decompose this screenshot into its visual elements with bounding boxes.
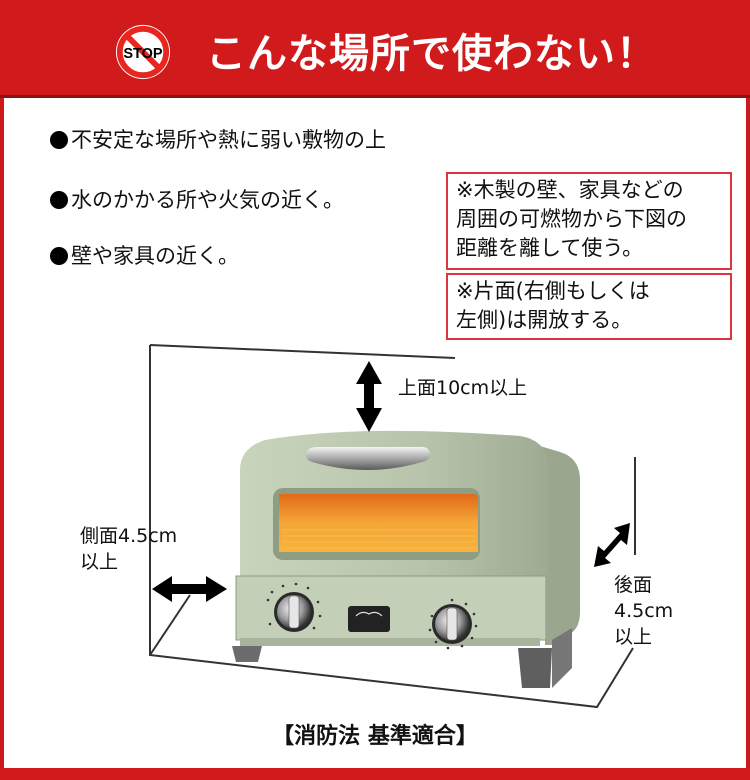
clearance-note: ※木製の壁、家具などの 周囲の可燃物から下図の 距離を離して使う。: [446, 172, 732, 270]
side-clearance-label: 側面4.5cm 以上: [80, 523, 177, 575]
bullet-text: 水のかかる所や火気の近く。: [71, 188, 344, 212]
note-line: ※木製の壁、家具などの: [456, 178, 684, 202]
top-clearance-label: 上面10cm以上: [398, 375, 527, 401]
note-line: ※片面(右側もしくは: [456, 279, 650, 303]
side-clearance-arrow-icon: [152, 576, 227, 602]
bullet-dot-icon: [50, 191, 68, 209]
note-line: 距離を離して使う。: [456, 236, 644, 260]
label-line: 側面4.5cm: [80, 525, 178, 547]
svg-text:STOP: STOP: [123, 46, 163, 62]
open-side-note: ※片面(右側もしくは 左側)は開放する。: [446, 273, 732, 340]
clearance-diagram: 上面10cm以上 側面4.5cm 以上 後面 4.5cm 以上: [0, 330, 750, 730]
note-line: 左側)は開放する。: [456, 308, 633, 332]
bullet-dot-icon: [50, 131, 68, 149]
fire-law-compliance-label: 【消防法 基準適合】: [272, 724, 478, 749]
note-line: 周囲の可燃物から下図の: [456, 207, 687, 231]
bullet-text: 壁や家具の近く。: [71, 244, 239, 268]
clearance-outline: [149, 344, 636, 709]
temperature-knob: [266, 582, 322, 632]
bullet-item: 水のかかる所や火気の近く。: [50, 186, 344, 214]
back-clearance-label: 後面 4.5cm 以上: [614, 572, 673, 650]
bullet-item: 壁や家具の近く。: [50, 242, 239, 270]
timer-knob: [428, 598, 478, 650]
brand-logo-plate: [348, 606, 390, 632]
footer-bar: [0, 768, 750, 780]
header-title: こんな場所で使わない！: [206, 31, 657, 77]
label-line: 以上: [614, 626, 653, 648]
label-line: 以上: [80, 551, 119, 573]
bullet-text: 不安定な場所や熱に弱い敷物の上: [71, 128, 386, 152]
oven-window: [279, 494, 478, 552]
bullet-dot-icon: [50, 247, 68, 265]
bullet-item: 不安定な場所や熱に弱い敷物の上: [50, 126, 386, 154]
toaster-illustration: [149, 344, 636, 709]
top-clearance-arrow-icon: [356, 361, 382, 432]
stop-prohibition-icon: STOP: [115, 24, 171, 80]
back-clearance-arrow-icon: [594, 523, 630, 567]
label-line: 4.5cm: [614, 600, 674, 622]
label-line: 後面: [614, 574, 653, 596]
label-line: 上面10cm以上: [398, 377, 528, 399]
warning-header: STOP こんな場所で使わない！: [0, 0, 750, 98]
